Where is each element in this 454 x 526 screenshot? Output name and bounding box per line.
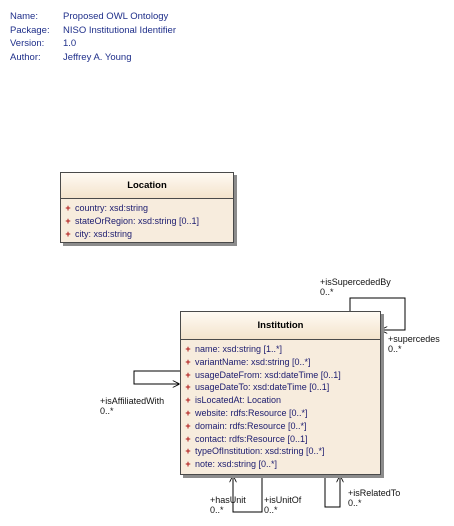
institution-class[interactable]: Institution + name: xsd:string [1..*] + … [180,311,381,475]
institution-attribute[interactable]: + typeOfInstitution: xsd:string [0..*] [181,445,380,458]
public-visibility-marker: + [185,459,191,470]
location-attributes: + country: xsd:string + stateOrRegion: x… [61,199,233,240]
supercedes-loop-line[interactable] [349,297,406,330]
attribute-text: isLocatedAt: Location [195,395,282,406]
is-unit-of-role: +isUnitOf 0..* [264,495,301,515]
is-affiliated-with-role: +isAffiliatedWith 0..* [100,396,164,416]
location-attribute[interactable]: + country: xsd:string [61,202,233,215]
header-value: NISO Institutional Identifier [63,24,176,36]
public-visibility-marker: + [65,228,71,239]
attribute-text: contact: rdfs:Resource [0..1] [195,433,308,444]
role-name: +supercedes [388,334,440,344]
location-attribute[interactable]: + stateOrRegion: xsd:string [0..1] [61,215,233,228]
public-visibility-marker: + [65,203,71,213]
has-unit-role: +hasUnit 0..* [210,495,246,515]
institution-attribute[interactable]: + contact: rdfs:Resource [0..1] [181,433,380,446]
attribute-text: variantName: xsd:string [0..*] [195,356,311,367]
attribute-text: domain: rdfs:Resource [0..*] [195,420,307,431]
multiplicity: 0..* [388,344,402,354]
header-key: Author: [10,51,41,63]
public-visibility-marker: + [185,433,191,444]
header-key: Version: [10,38,45,49]
multiplicity: 0..* [320,287,334,297]
public-visibility-marker: + [185,395,191,406]
institution-attribute[interactable]: + usageDateTo: xsd:dateTime [0..1] [181,381,380,394]
attribute-text: note: xsd:string [0..*] [195,459,278,470]
attribute-text: city: xsd:string [75,228,133,239]
header-row-name: Name: Proposed OWL Ontology [10,10,176,24]
multiplicity: 0..* [100,406,114,416]
institution-attribute[interactable]: + name: xsd:string [1..*] [181,343,380,356]
location-class[interactable]: Location + country: xsd:string + stateOr… [60,172,234,243]
role-name: +hasUnit [210,495,246,505]
related-loop-line[interactable] [324,474,340,508]
public-visibility-marker: + [185,407,191,418]
header-row-package: Package: NISO Institutional Identifier [10,24,176,38]
affiliated-loop-line[interactable] [133,370,181,384]
public-visibility-marker: + [185,382,191,393]
is-superceded-by-role: +isSupercededBy 0..* [320,277,391,297]
public-visibility-marker: + [65,215,71,226]
public-visibility-marker: + [185,446,191,457]
is-related-to-role: +isRelatedTo 0..* [348,488,400,508]
unit-loop-line[interactable] [233,474,263,513]
institution-attribute[interactable]: + website: rdfs:Resource [0..*] [181,407,380,420]
institution-attributes: + name: xsd:string [1..*] + variantName:… [181,340,380,471]
multiplicity: 0..* [264,505,278,515]
public-visibility-marker: + [185,356,191,367]
public-visibility-marker: + [185,369,191,380]
header-value: Jeffrey A. Young [63,51,132,63]
attribute-text: usageDateTo: xsd:dateTime [0..1] [195,382,330,393]
location-attribute[interactable]: + city: xsd:string [61,228,233,241]
attribute-text: name: xsd:string [1..*] [195,344,283,354]
institution-attribute[interactable]: + usageDateFrom: xsd:dateTime [0..1] [181,369,380,382]
header-row-author: Author: Jeffrey A. Young [10,51,176,65]
attribute-text: website: rdfs:Resource [0..*] [195,407,308,418]
institution-attribute[interactable]: + note: xsd:string [0..*] [181,458,380,471]
header-value: Proposed OWL Ontology [63,11,169,22]
multiplicity: 0..* [210,505,224,515]
location-class-title: Location [61,173,233,199]
public-visibility-marker: + [185,420,191,431]
role-name: +isAffiliatedWith [100,396,165,406]
header-value: 1.0 [63,38,77,49]
role-name: +isRelatedTo [348,488,401,498]
attribute-text: typeOfInstitution: xsd:string [0..*] [195,446,325,457]
diagram-header: Name: Proposed OWL Ontology Package: NIS… [10,10,176,64]
role-name: +isSupercededBy [320,277,391,287]
attribute-text: stateOrRegion: xsd:string [0..1] [75,215,200,226]
institution-class-title: Institution [181,312,380,340]
public-visibility-marker: + [185,344,191,354]
institution-attribute[interactable]: + isLocatedAt: Location [181,394,380,407]
multiplicity: 0..* [348,498,362,508]
institution-attribute[interactable]: + domain: rdfs:Resource [0..*] [181,420,380,433]
attribute-text: usageDateFrom: xsd:dateTime [0..1] [195,369,341,380]
header-key: Name: [10,11,38,22]
header-key: Package: [10,24,50,36]
header-row-version: Version: 1.0 [10,37,176,51]
attribute-text: country: xsd:string [75,203,149,213]
role-name: +isUnitOf [264,495,302,505]
supercedes-role: +supercedes 0..* [388,334,440,354]
institution-attribute[interactable]: + variantName: xsd:string [0..*] [181,356,380,369]
